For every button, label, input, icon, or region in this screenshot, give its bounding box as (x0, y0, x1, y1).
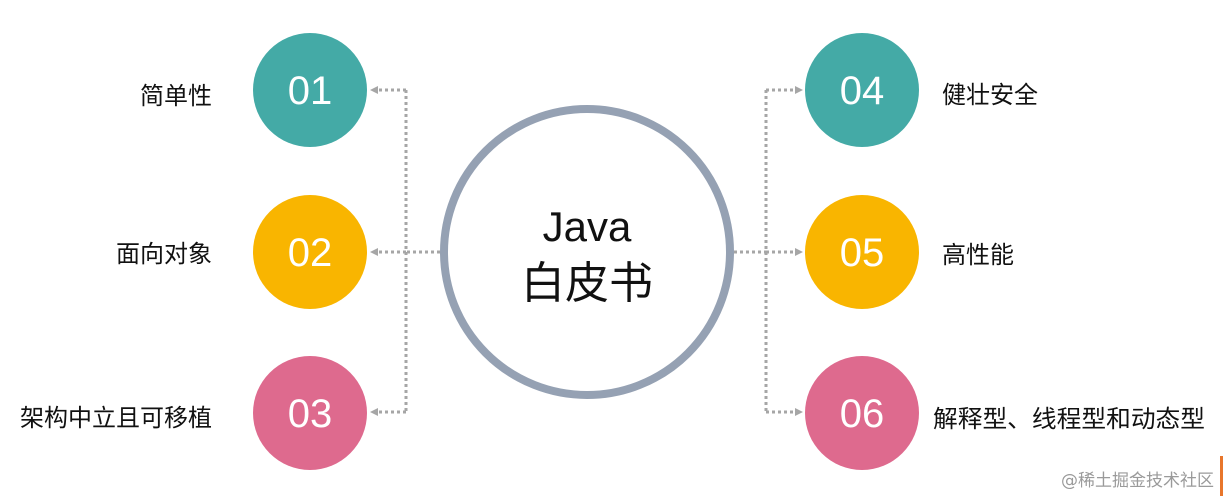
feature-item-02: 02 面向对象 (116, 195, 367, 309)
feature-number-05: 05 (840, 231, 885, 275)
feature-number-03: 03 (288, 392, 333, 436)
feature-number-04: 04 (840, 69, 885, 113)
watermark-text: @稀土掘金技术社区 (1061, 471, 1214, 491)
feature-item-05: 05 高性能 (805, 195, 1014, 309)
feature-badge-02 (253, 195, 367, 309)
feature-item-03: 03 架构中立且可移植 (20, 356, 367, 470)
feature-badge-06 (805, 356, 919, 470)
feature-label-01: 简单性 (140, 82, 212, 110)
feature-item-06: 06 解释型、线程型和动态型 (805, 356, 1205, 470)
feature-label-02: 面向对象 (116, 240, 212, 268)
feature-number-01: 01 (288, 69, 333, 113)
feature-label-06: 解释型、线程型和动态型 (933, 405, 1205, 433)
watermark-bar (1220, 456, 1223, 496)
center-ring (440, 105, 734, 399)
feature-number-06: 06 (840, 392, 885, 436)
feature-label-03: 架构中立且可移植 (20, 404, 212, 432)
feature-number-02: 02 (288, 231, 333, 275)
center-title-line1: Java (543, 203, 632, 250)
feature-item-04: 04 健壮安全 (805, 33, 1038, 147)
center-node: Java 白皮书 (440, 105, 734, 399)
feature-item-01: 01 简单性 (140, 33, 367, 147)
center-title-line2: 白皮书 (521, 258, 653, 309)
feature-label-04: 健壮安全 (942, 81, 1038, 109)
connectors (370, 86, 803, 416)
feature-label-05: 高性能 (942, 241, 1014, 269)
feature-badge-04 (805, 33, 919, 147)
feature-badge-03 (253, 356, 367, 470)
feature-badge-05 (805, 195, 919, 309)
feature-badge-01 (253, 33, 367, 147)
